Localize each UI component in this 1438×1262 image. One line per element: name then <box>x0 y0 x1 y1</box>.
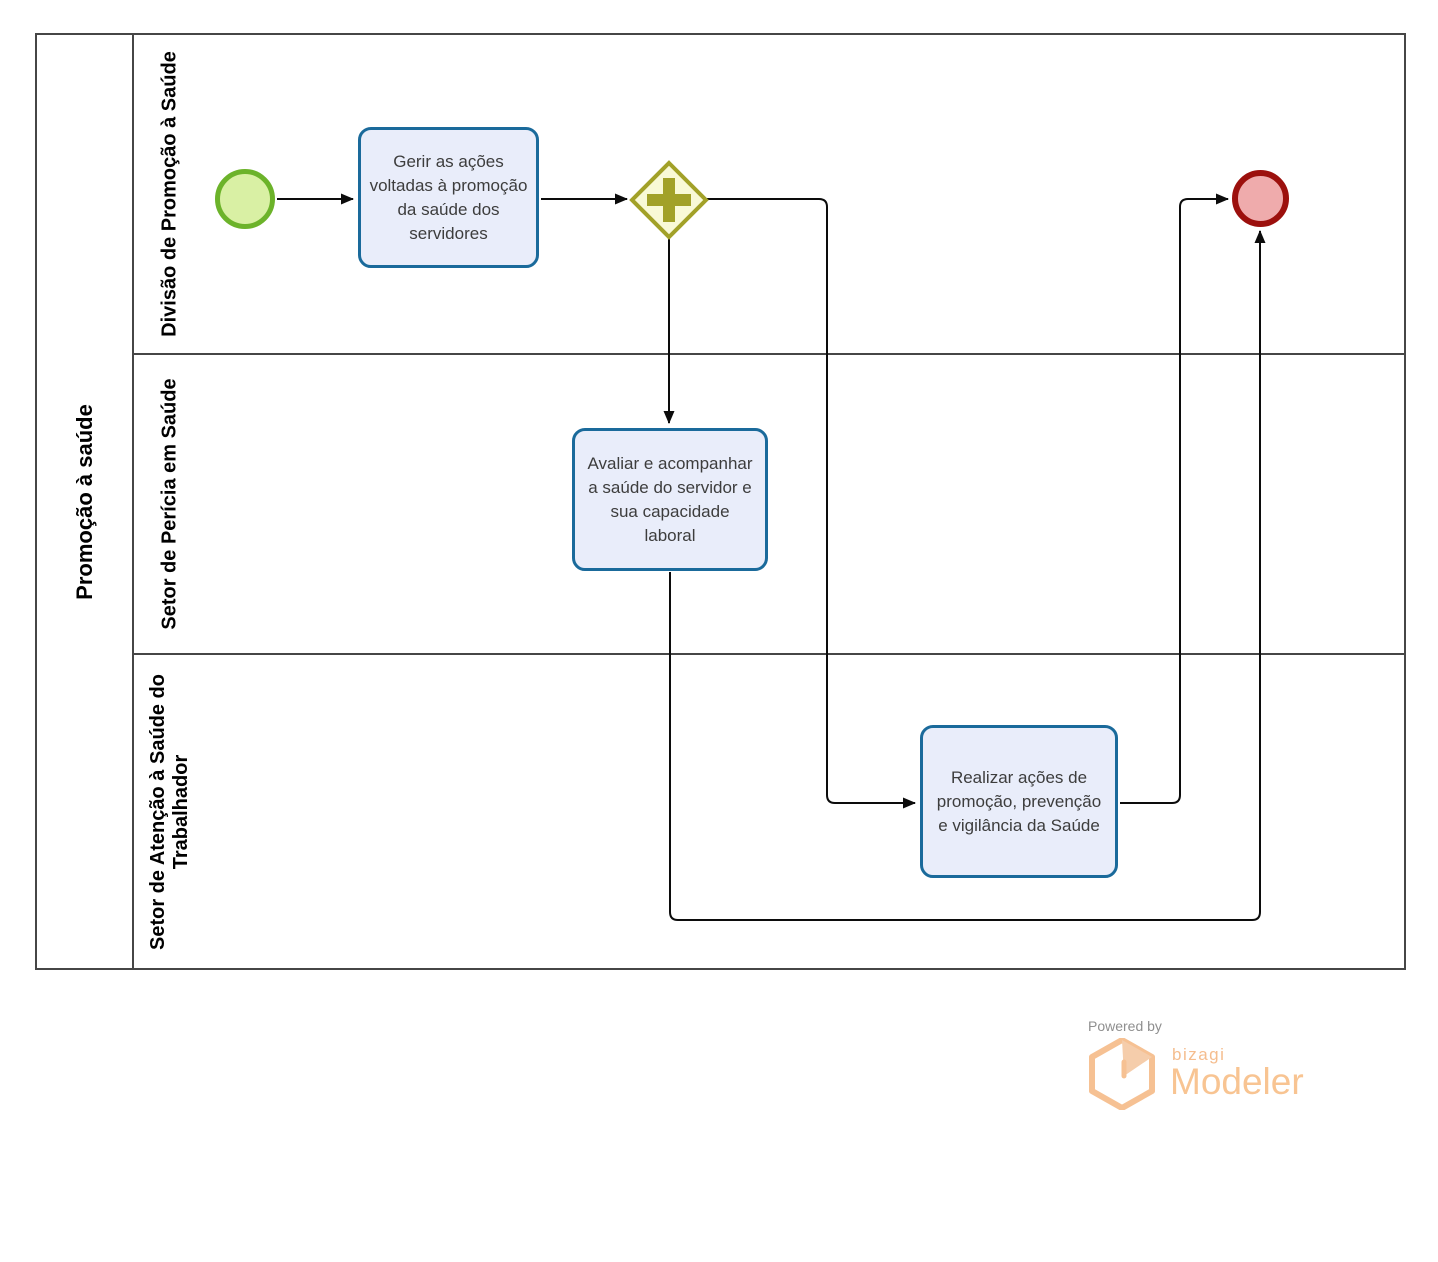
lane-label: Divisão de Promoção à Saúde <box>158 51 181 337</box>
pool-title: Promoção à saúde <box>71 403 97 600</box>
lane-label: Setor de Perícia em Saúde <box>158 378 181 630</box>
lane-setor-atencao-saude-trabalhador: Setor de Atenção à Saúde do Trabalhador <box>134 655 1404 968</box>
task-label: Avaliar e acompanhar a saúde do servidor… <box>587 453 753 545</box>
start-event[interactable] <box>215 169 275 229</box>
lane-divisao-promocao-saude: Divisão de Promoção à Saúde <box>134 35 1404 355</box>
lanes-container: Divisão de Promoção à Saúde Setor de Per… <box>134 35 1404 968</box>
end-event[interactable] <box>1232 170 1289 227</box>
lane-label-container: Setor de Perícia em Saúde <box>134 355 206 653</box>
task-realizar-acoes[interactable]: Realizar ações de promoção, prevenção e … <box>920 725 1118 878</box>
task-avaliar-acompanhar[interactable]: Avaliar e acompanhar a saúde do servidor… <box>572 428 768 571</box>
task-gerir-acoes[interactable]: Gerir as ações voltadas à promoção da sa… <box>358 127 539 268</box>
lane-label-container: Divisão de Promoção à Saúde <box>134 35 206 353</box>
lane-setor-pericia-saude: Setor de Perícia em Saúde <box>134 355 1404 655</box>
bizagi-brand-label: bizagi <box>1172 1045 1226 1064</box>
parallel-gateway-plus-icon <box>647 178 691 222</box>
task-label: Gerir as ações voltadas à promoção da sa… <box>369 151 528 243</box>
modeler-product-label: Modeler <box>1170 1061 1304 1102</box>
lane-label-container: Setor de Atenção à Saúde do Trabalhador <box>134 655 206 968</box>
powered-by-label: Powered by <box>1088 1018 1162 1034</box>
bizagi-logo-icon <box>1089 1038 1155 1110</box>
parallel-gateway[interactable] <box>628 159 710 241</box>
pool-header: Promoção à saúde <box>37 35 134 968</box>
task-label: Realizar ações de promoção, prevenção e … <box>936 767 1102 835</box>
lane-label: Setor de Atenção à Saúde do Trabalhador <box>147 673 192 950</box>
